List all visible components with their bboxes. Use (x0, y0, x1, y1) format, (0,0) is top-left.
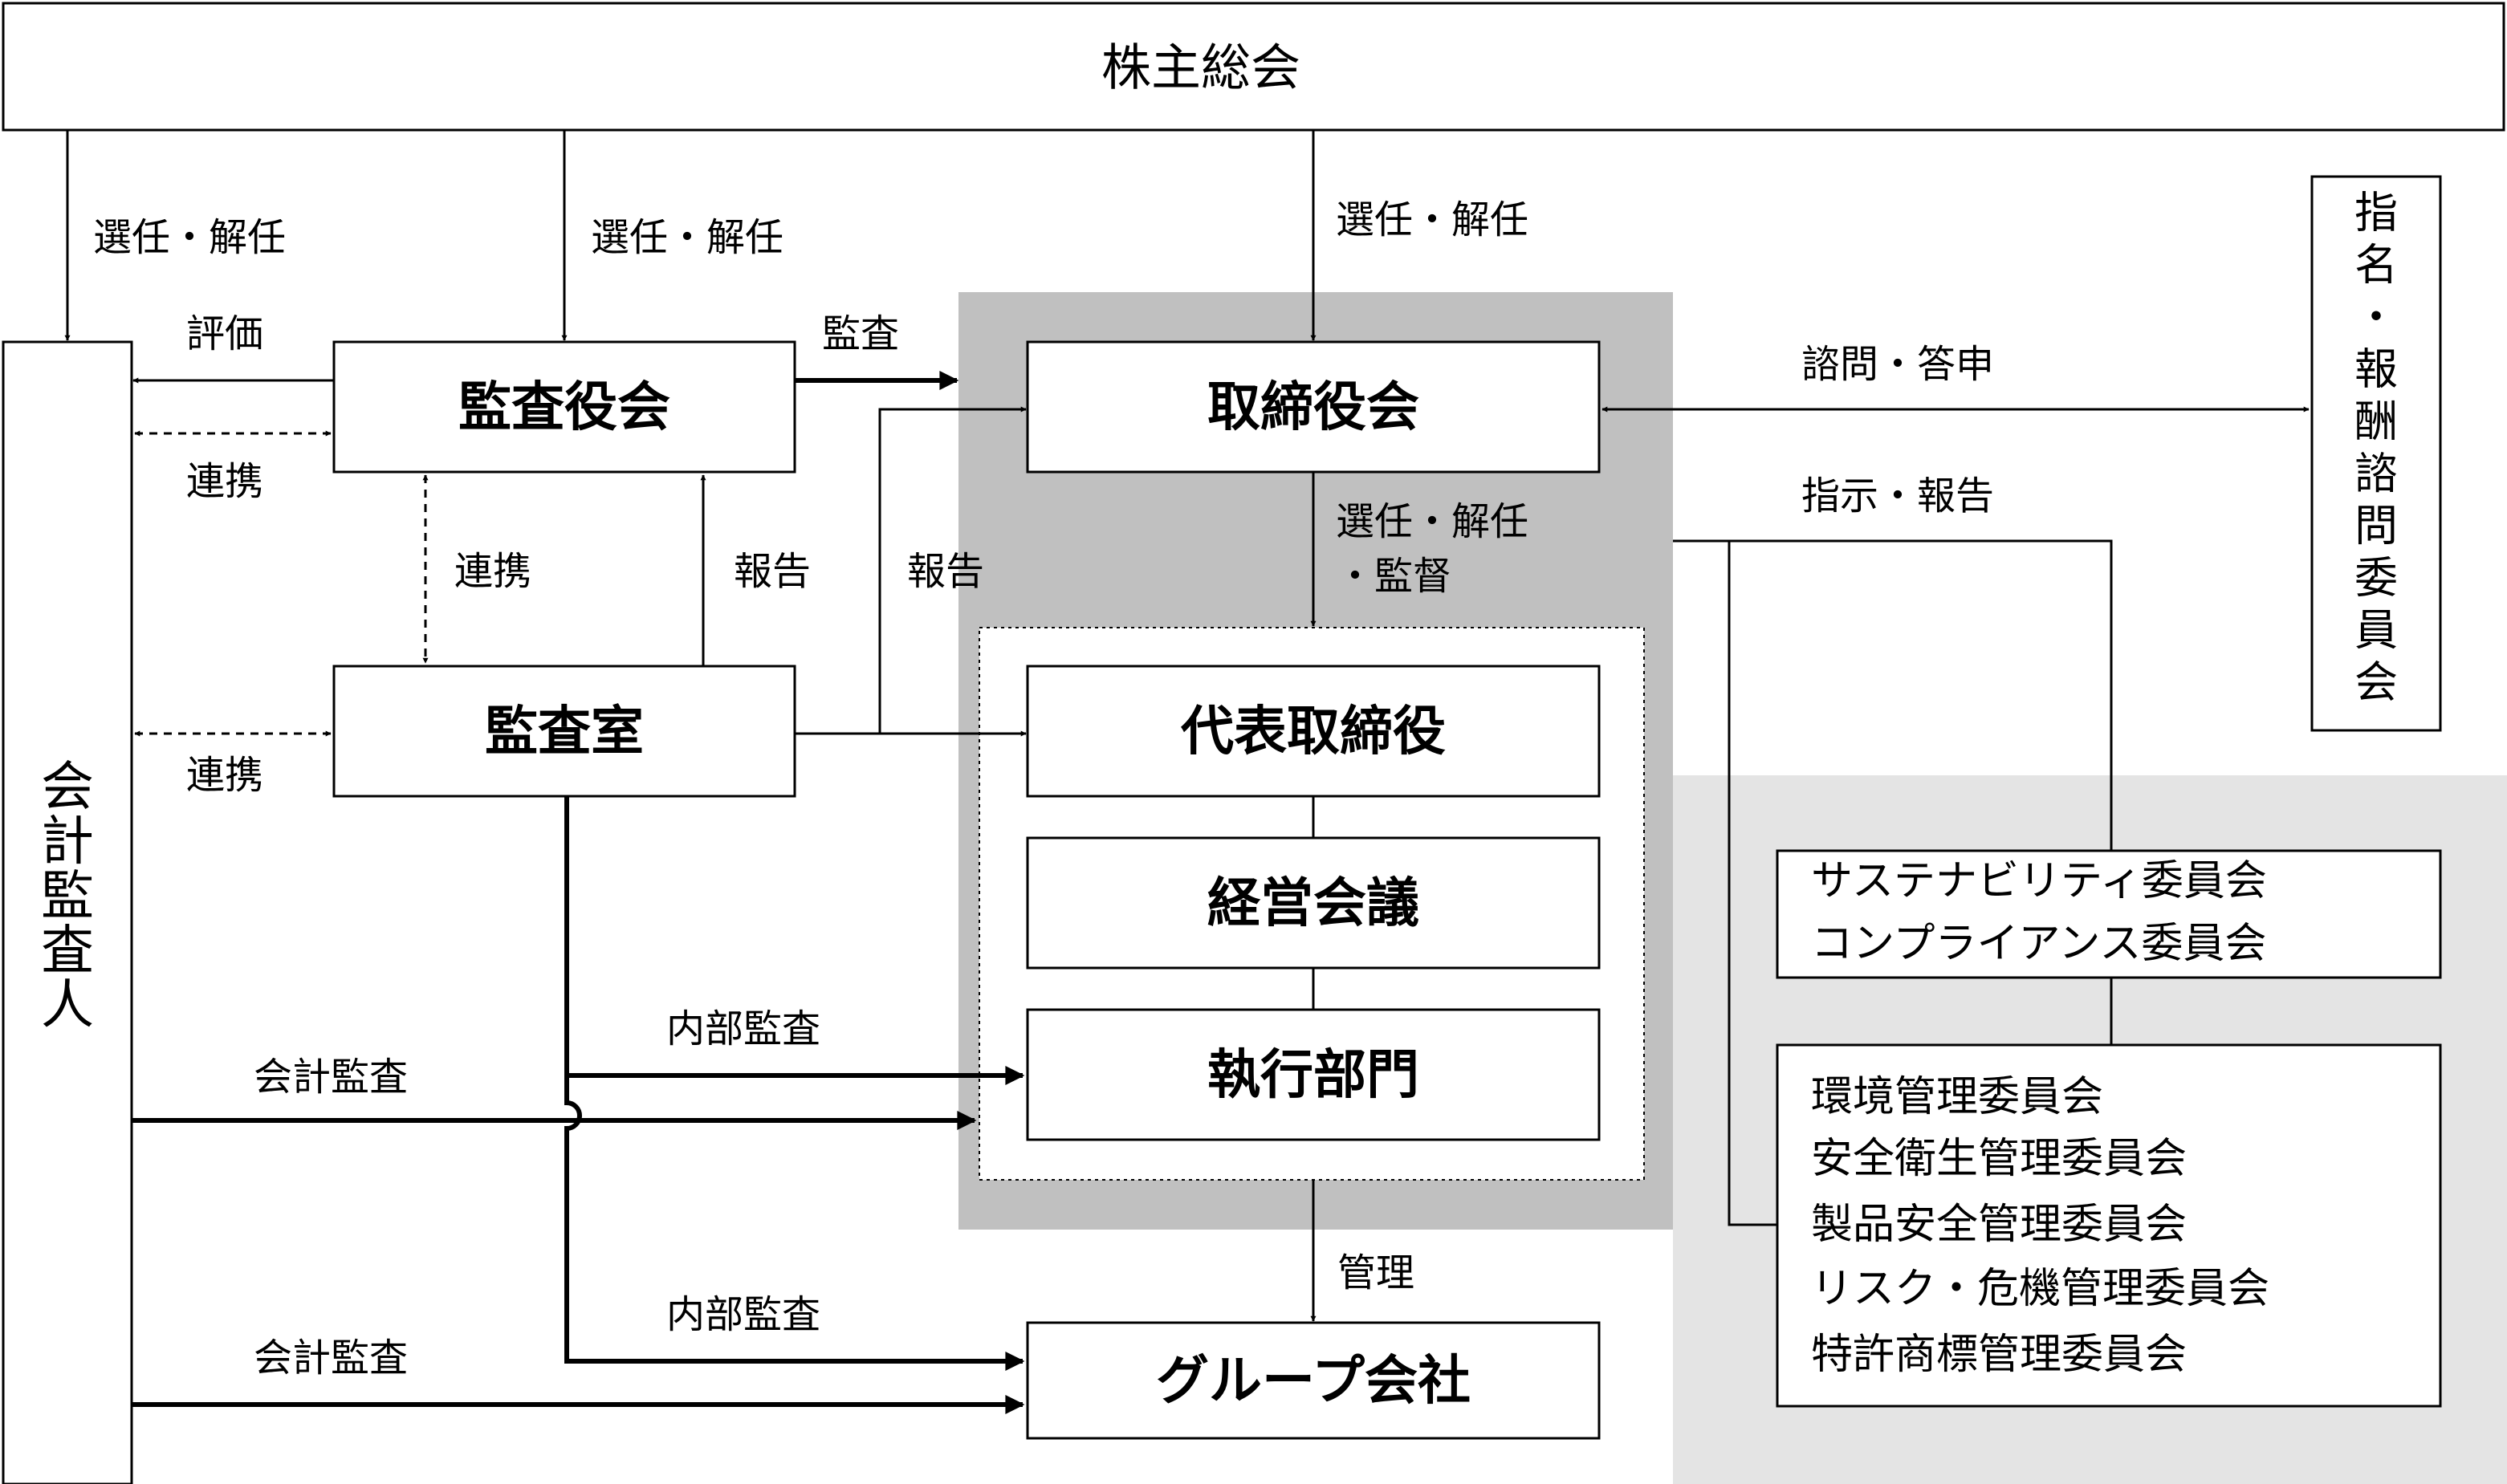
hokoku-arrow-2 (795, 406, 1027, 735)
shiji-label: 指示・報告 (1801, 474, 1994, 518)
svg-text:監: 監 (41, 865, 94, 927)
committees-top-list: サステナビリティ委員会 コンプライアンス委員会 (1811, 857, 2267, 968)
svg-text:会: 会 (41, 756, 94, 818)
shikko-label: 執行部門 (1207, 1044, 1419, 1106)
connectors (64, 130, 2310, 1414)
svg-text:計: 計 (41, 811, 94, 872)
renkei-label-1: 連携 (186, 459, 263, 504)
group-box (1026, 1321, 1601, 1440)
svg-text:会: 会 (2354, 657, 2398, 708)
svg-text:環境管理委員会: 環境管理委員会 (1811, 1073, 2103, 1121)
committees-bottom-list: 環境管理委員会 安全衛生管理委員会 製品安全管理委員会 リスク・危機管理委員会 … (1811, 1073, 2269, 1379)
svg-text:リスク・危機管理委員会: リスク・危機管理委員会 (1811, 1265, 2269, 1313)
shareholders-box (2, 2, 2505, 132)
svg-text:問: 問 (2354, 501, 2398, 551)
group-label: グループ会社 (1156, 1350, 1471, 1412)
naibu-label-1: 内部監査 (666, 1006, 820, 1051)
svg-text:サステナビリティ委員会: サステナビリティ委員会 (1811, 857, 2267, 905)
renkei-label-3: 連携 (186, 753, 263, 798)
svg-text:特許商標管理委員会: 特許商標管理委員会 (1811, 1331, 2187, 1379)
shimon-label: 諮問・答申 (1801, 342, 1994, 387)
svg-text:酬: 酬 (2354, 396, 2398, 447)
svg-text:指: 指 (2354, 188, 2398, 238)
keiei-label: 経営会議 (1207, 872, 1419, 934)
svg-text:安全衛生管理委員会: 安全衛生管理委員会 (1811, 1135, 2187, 1183)
hokoku-label-2: 報告 (907, 549, 984, 594)
shimei-iinkai-label: 指 名 ・ 報 酬 諮 問 委 員 会 (2354, 188, 2398, 708)
senin-label-1: 選任・解任 (93, 215, 286, 260)
kansa-label: 監査 (822, 311, 899, 356)
svg-text:名: 名 (2354, 240, 2398, 291)
shiji-line (1673, 539, 2113, 851)
committees-top-box (1776, 849, 2442, 979)
daihyo-label: 代表取締役 (1180, 701, 1446, 762)
senin-label-3: 選任・解任 (1336, 197, 1528, 242)
senin-kantoku-label-1: 選任・解任 (1336, 499, 1528, 544)
edge-labels: 選任・解任 選任・解任 選任・解任 評価 監査 連携 連携 連携 報告 報告 諮… (93, 197, 1994, 1380)
daihyo-box (1026, 665, 1601, 798)
kanri-label: 管理 (1337, 1250, 1414, 1295)
naibu-label-2: 内部監査 (666, 1292, 820, 1337)
keiei-box (1026, 836, 1601, 970)
hokoku-label-1: 報告 (734, 549, 811, 594)
committees-bottom-box (1776, 1043, 2442, 1408)
kansashitsu-label: 監査室 (485, 701, 644, 762)
svg-text:諮: 諮 (2354, 449, 2398, 499)
naibu-trunk (564, 796, 1025, 1371)
shareholders-label: 株主総会 (1101, 39, 1300, 97)
torishimariyakukai-box (1026, 340, 1601, 474)
shimei-iinkai-box (2310, 175, 2442, 732)
svg-text:・: ・ (2354, 292, 2398, 343)
kaikei-label-1: 会計監査 (254, 1055, 408, 1100)
senin-label-2: 選任・解任 (591, 215, 783, 260)
svg-text:委: 委 (2354, 553, 2398, 604)
svg-text:報: 報 (2354, 344, 2398, 395)
renkei-label-2: 連携 (454, 549, 531, 594)
kaikei-kansanin-box (2, 340, 133, 1484)
shikko-box (1026, 1008, 1601, 1141)
kansayakukai-label: 監査役会 (458, 376, 670, 438)
shiji-branch (1728, 541, 1777, 1226)
svg-text:人: 人 (41, 974, 94, 1036)
kaikei-label-2: 会計監査 (254, 1336, 408, 1380)
hyoka-label: 評価 (186, 311, 263, 356)
svg-text:製品安全管理委員会: 製品安全管理委員会 (1811, 1201, 2187, 1249)
svg-text:コンプライアンス委員会: コンプライアンス委員会 (1811, 920, 2266, 968)
senin-kantoku-label-2: ・監督 (1336, 554, 1451, 599)
torishimariyakukai-label: 取締役会 (1207, 376, 1419, 438)
svg-text:査: 査 (41, 920, 94, 982)
svg-text:員: 員 (2354, 605, 2398, 656)
kansayakukai-box (332, 340, 796, 474)
kaikei-kansanin-label: 会 計 監 査 人 (41, 756, 94, 1036)
